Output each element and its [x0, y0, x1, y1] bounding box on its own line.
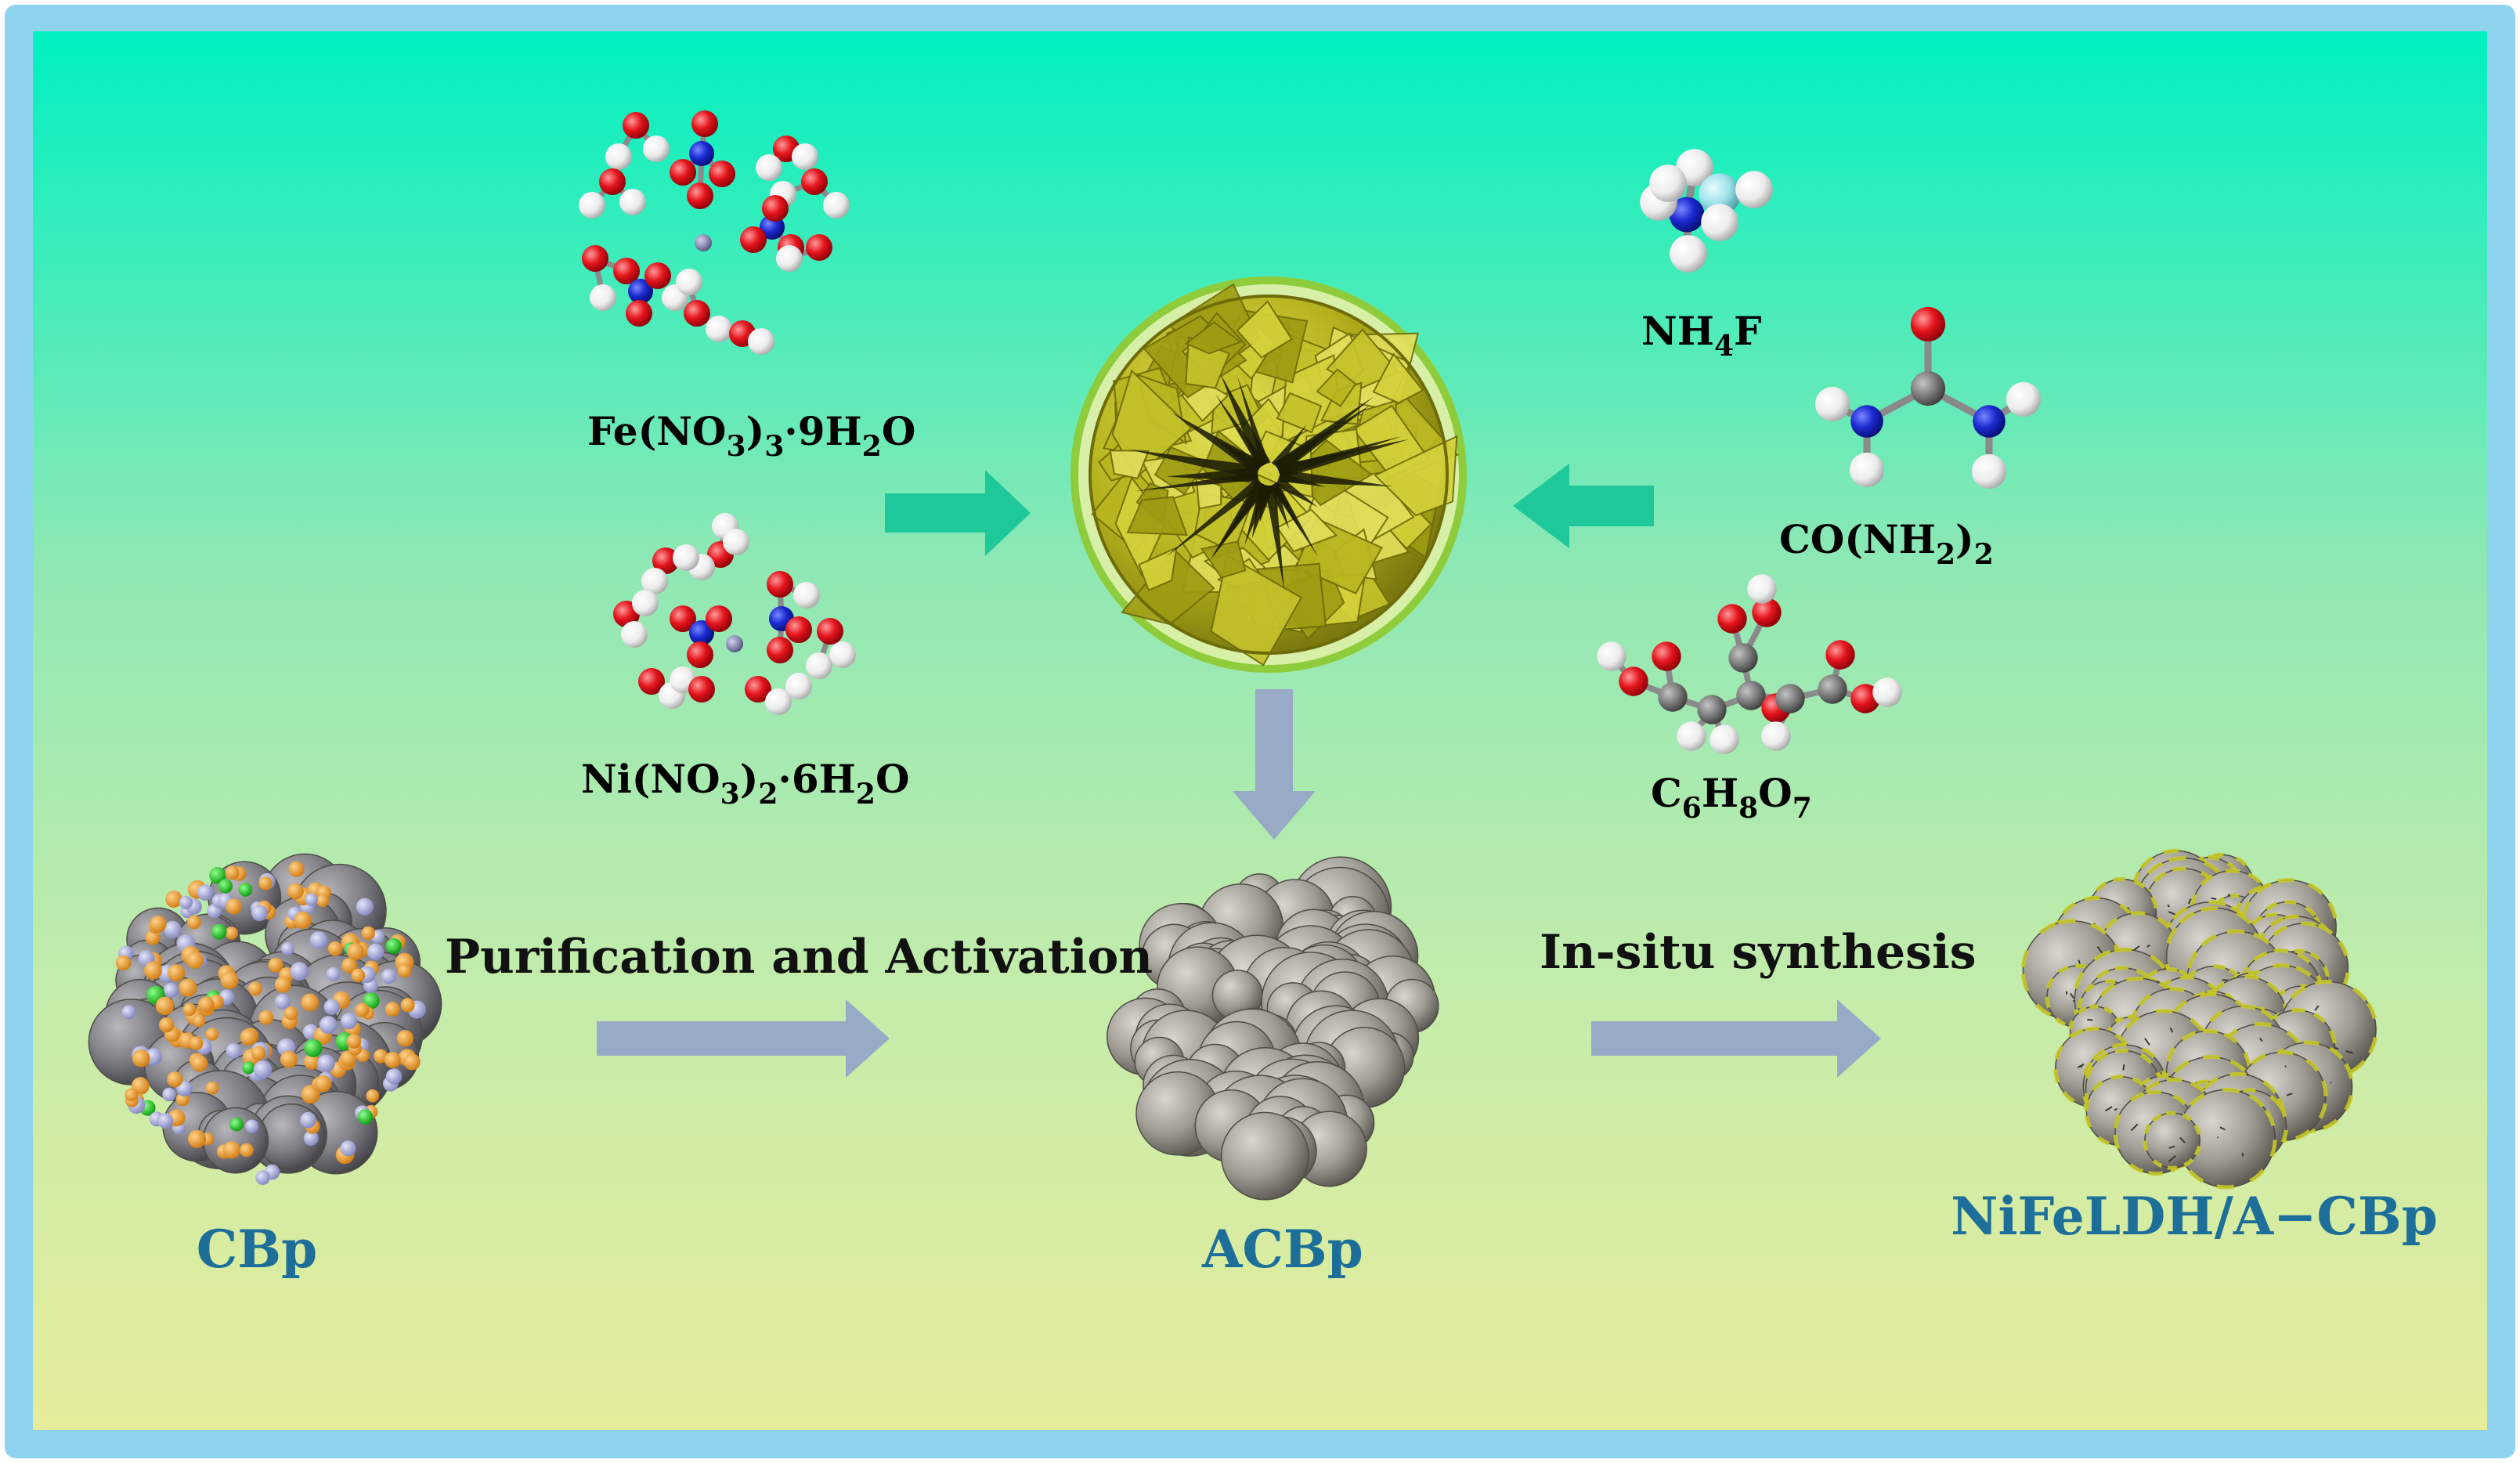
arrow-into-ldh-right	[1513, 464, 1654, 548]
synthesis-step-label: In-situ synthesis	[1540, 925, 1977, 980]
urea-molecule-icon	[1814, 306, 2042, 489]
ldh-flower-sphere-icon	[1070, 276, 1467, 673]
acbp-label: ACBp	[1201, 1219, 1363, 1280]
acbp-particle-icon	[1107, 856, 1439, 1201]
arrow-purification	[597, 999, 890, 1078]
urea-label: CO(NH2)2	[1779, 516, 1994, 571]
arrow-synthesis	[1591, 999, 1881, 1078]
iron-nitrate-molecule-icon	[579, 110, 850, 355]
nickel-nitrate-molecule-icon	[613, 513, 856, 715]
ammonium-fluoride-molecule-icon	[1640, 149, 1773, 273]
citric-acid-label: C6H8O7	[1651, 770, 1812, 825]
cbp-particle-icon	[88, 853, 442, 1185]
citric-acid-molecule-icon	[1597, 574, 1902, 754]
iron-nitrate-label: Fe(NO3)3·9H2O	[587, 408, 915, 463]
arrow-into-ldh-left	[885, 470, 1031, 556]
composite-label: NiFeLDH/A−CBp	[1951, 1186, 2438, 1247]
arrow-ldh-down	[1233, 689, 1316, 840]
composite-particle-icon	[2021, 848, 2377, 1190]
nickel-nitrate-label: Ni(NO3)2·6H2O	[581, 756, 910, 811]
ammonium-fluoride-label: NH4F	[1641, 308, 1762, 363]
purification-step-label: Purification and Activation	[445, 930, 1153, 984]
cbp-label: CBp	[197, 1219, 317, 1280]
